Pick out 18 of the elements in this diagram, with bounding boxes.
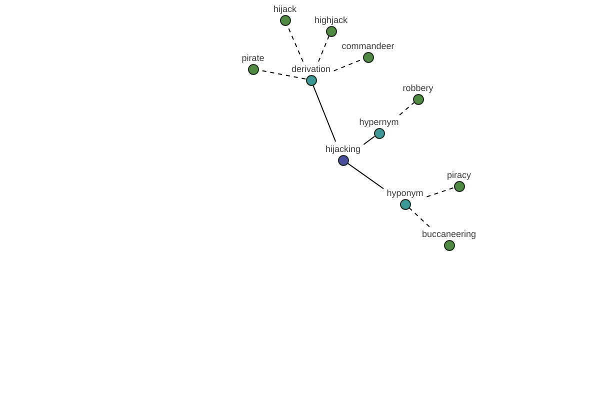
connector-line: [312, 84, 336, 142]
node-label: hyponym: [386, 188, 424, 198]
node-label: robbery: [402, 83, 434, 93]
connector-line: [347, 162, 384, 190]
node-label: highjack: [313, 15, 349, 25]
node-label: buccaneering: [420, 229, 478, 239]
node-label: derivation: [290, 64, 332, 74]
node-label: hypernym: [358, 117, 400, 127]
node-label: hijacking: [324, 144, 362, 154]
node-label: hijack: [272, 4, 298, 14]
node-label: piracy: [446, 170, 472, 180]
dashed-connector: [408, 207, 430, 228]
node-label: commandeer: [340, 41, 396, 51]
dashed-connector: [318, 36, 330, 62]
node-label: pirate: [240, 53, 266, 63]
dashed-connector: [399, 102, 414, 116]
connector-line: [363, 136, 376, 145]
dashed-connector: [426, 187, 454, 198]
